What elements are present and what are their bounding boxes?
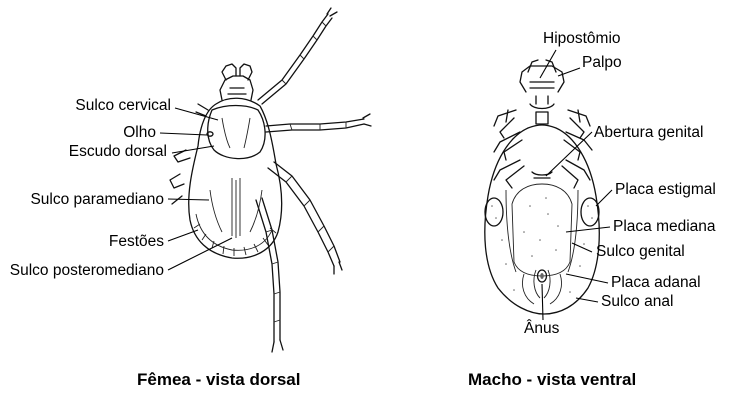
male-legs [493,109,593,189]
male-adanal-plates [522,269,562,305]
label-sulco-posteromediano: Sulco posteromediano [9,262,164,279]
caption-female: Fêmea - vista dorsal [137,370,301,389]
male-median-plate [511,183,573,277]
label-placa-adanal: Placa adanal [611,274,701,291]
female-capitulum [219,63,254,101]
label-anus: Ânus [524,320,560,337]
label-escudo-dorsal: Escudo dorsal [68,143,167,160]
female-scutum [207,104,266,160]
female-body-outline [188,97,283,259]
label-sulco-genital: Sulco genital [596,243,685,260]
label-abertura-genital: Abertura genital [594,124,704,141]
male-leader-lines [539,49,613,321]
female-legs [169,7,372,353]
label-festoes: Festões [108,233,164,250]
label-sulco-cervical: Sulco cervical [75,97,171,114]
label-placa-estigmal: Placa estigmal [615,181,716,198]
male-tick-drawing [484,49,613,321]
male-gnathosoma [519,59,565,125]
caption-male: Macho - vista ventral [468,370,637,389]
male-stippling [491,197,593,293]
male-stigmal-plate-left [484,197,504,227]
male-body-outline [484,124,600,315]
male-anus [536,269,548,283]
label-sulco-paramediano: Sulco paramediano [30,191,164,208]
male-stigmal-plate-right [580,197,600,227]
female-tick-drawing [159,7,372,353]
female-leader-lines [159,107,233,271]
label-palpo: Palpo [582,54,622,71]
label-olho: Olho [123,124,156,141]
female-festoons [195,213,273,251]
label-sulco-anal: Sulco anal [601,293,674,310]
label-hipostomio: Hipostômio [543,30,621,47]
label-placa-mediana: Placa mediana [613,218,716,235]
